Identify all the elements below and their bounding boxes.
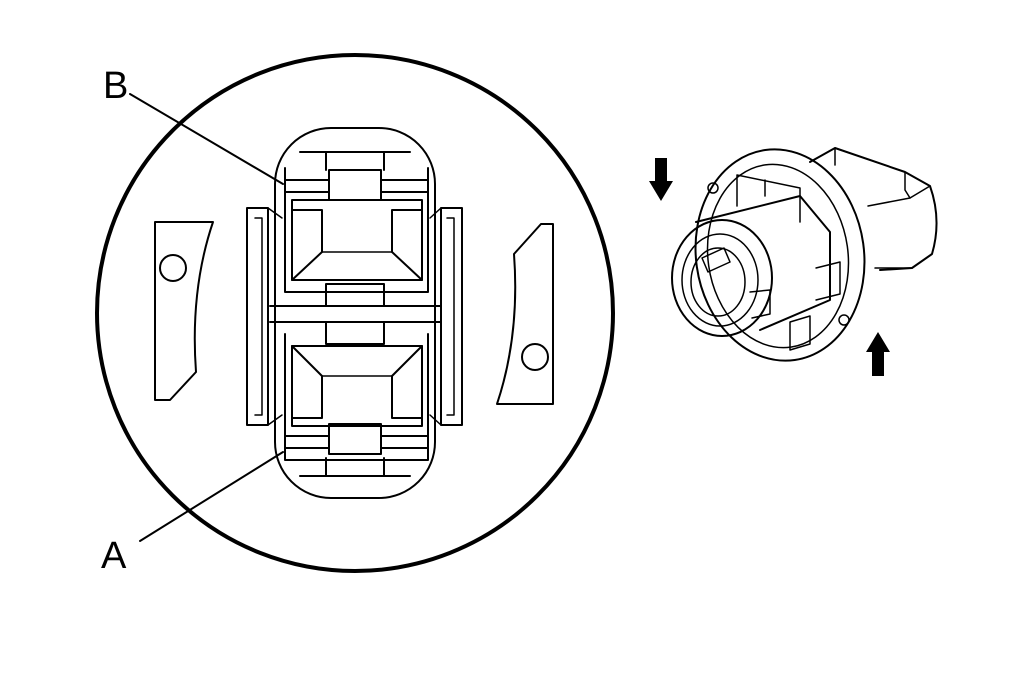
callout-label-b: B — [103, 65, 129, 107]
terminal-a — [284, 333, 429, 477]
connector-end-view — [95, 53, 615, 573]
right-tab-hole — [521, 343, 549, 371]
connector-perspective-view — [671, 147, 938, 362]
connector-outer-ring — [95, 53, 615, 573]
terminal-b — [284, 151, 429, 293]
left-tab-hole — [159, 254, 187, 282]
left-rail — [246, 207, 269, 426]
terminal-housing — [274, 127, 436, 499]
arrow-up-icon — [866, 332, 890, 376]
socket-opening — [671, 219, 773, 337]
callout-label-a: A — [101, 535, 127, 577]
right-lock-tab — [496, 223, 554, 405]
leader-line-a — [139, 451, 284, 542]
arrow-down-icon — [649, 158, 673, 201]
left-lock-tab — [154, 221, 214, 401]
flange — [694, 148, 866, 362]
leader-line-b — [129, 93, 284, 185]
right-rail — [440, 207, 463, 426]
